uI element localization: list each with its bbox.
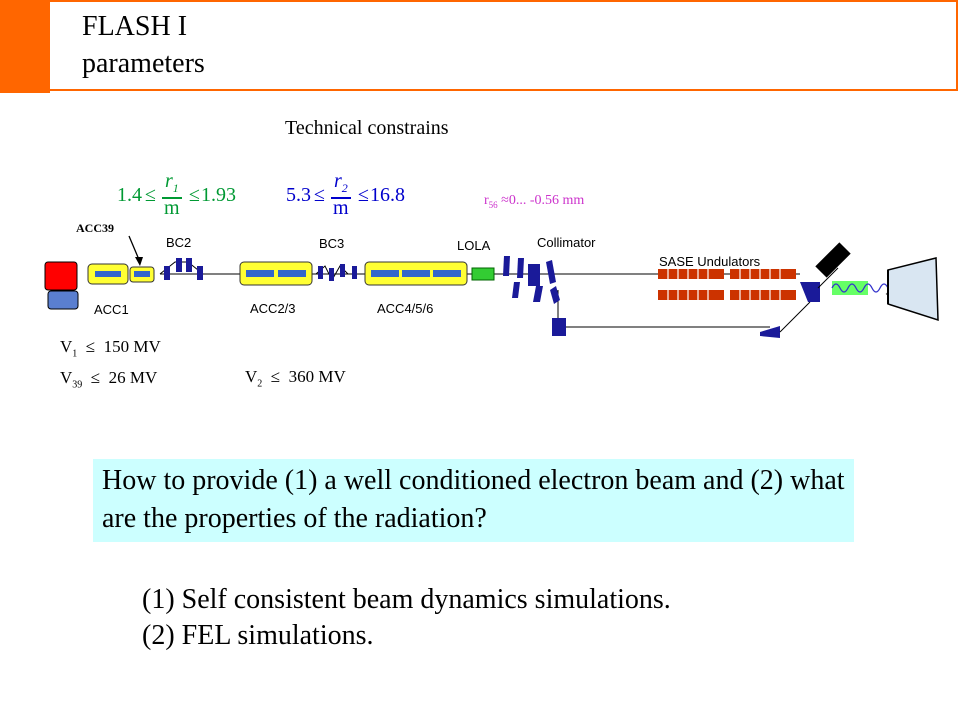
undulator-2 (730, 269, 796, 279)
bc3-label: BC3 (319, 236, 345, 251)
collimator-piece-1 (503, 256, 510, 276)
r1-denominator: m (164, 197, 180, 219)
spectrometer-line (817, 267, 839, 289)
question-text: How to provide (1) a well conditioned el… (102, 465, 845, 534)
dump-path-up (779, 301, 811, 333)
title-accent-bar (0, 0, 50, 93)
collimator-piece-2 (517, 258, 524, 278)
collimator-piece-4 (546, 260, 556, 284)
bc3-magnet-3 (340, 264, 345, 277)
beam-separation-dipole (800, 282, 820, 302)
acc23-cavity-2 (278, 270, 306, 277)
r56-constraint: r56 ≈0... -0.56 mm (484, 193, 585, 210)
undulator-3 (658, 290, 724, 300)
v2-constraint: V2 ≤ 360 MV (245, 367, 346, 390)
acc1-cavity (95, 271, 121, 277)
acc39-arrowhead (135, 257, 143, 266)
collimator-piece-5 (512, 282, 520, 298)
lola-label: LOLA (457, 238, 491, 253)
r1-upper: 1.93 (201, 184, 236, 206)
answer-2: (2) FEL simulations. (142, 620, 374, 651)
collimator-piece-7 (550, 286, 560, 304)
collimator-label: Collimator (537, 235, 596, 250)
acc23-cavity-1 (246, 270, 274, 277)
r2-upper: 16.8 (370, 184, 405, 206)
r2-le-left: ≤ (314, 184, 325, 206)
r1-fraction-bar (162, 197, 182, 199)
photon-wave (831, 283, 897, 293)
acc456-cavity-1 (371, 270, 399, 277)
bc2-magnet-2 (176, 258, 182, 272)
acc456-label: ACC4/5/6 (377, 301, 434, 316)
spectrometer-detector (815, 242, 851, 278)
subheading: Technical constrains (285, 117, 449, 139)
bc2-magnet-3 (186, 258, 192, 272)
dump-magnet (552, 318, 566, 336)
bc2-label: BC2 (166, 235, 192, 250)
r2-constraint: 5.3 ≤ r2 m ≤ 16.8 (286, 170, 411, 222)
r1-le-right: ≤ (189, 184, 200, 206)
title-line-2: parameters (82, 48, 205, 79)
acc1-label: ACC1 (94, 302, 129, 317)
collimator-piece-3 (528, 264, 540, 286)
r1-le-left: ≤ (145, 184, 156, 206)
bc2-magnet-1 (164, 266, 170, 280)
bc3-magnet-4 (352, 266, 357, 279)
v39-constraint: V39 ≤ 26 MV (60, 368, 158, 391)
title-frame (50, 0, 958, 91)
v1-constraint: V1 ≤ 150 MV (60, 337, 161, 360)
dump-dipole (760, 326, 780, 338)
sase-label: SASE Undulators (659, 254, 761, 269)
acc456-cavity-3 (433, 270, 461, 277)
undulator-gaps (667, 269, 781, 300)
acc39-cavity (134, 271, 150, 277)
title-line-1: FLASH I (82, 11, 188, 42)
answer-1: (1) Self consistent beam dynamics simula… (142, 584, 671, 615)
r1-numerator: r1 (165, 170, 179, 195)
r2-le-right: ≤ (358, 184, 369, 206)
photon-beam (832, 281, 868, 295)
experiment-hall (887, 257, 939, 322)
rf-gun (44, 261, 78, 291)
r2-numerator: r2 (334, 170, 348, 195)
gun-laser-block (47, 290, 79, 310)
bc2-magnet-4 (197, 266, 203, 280)
bc3-magnet-2 (329, 268, 334, 281)
r2-lower: 5.3 (286, 184, 311, 206)
bc3-magnet-1 (318, 266, 323, 279)
acc23-module (239, 261, 313, 286)
collimator-piece-6 (533, 286, 543, 302)
question-box (93, 459, 854, 542)
undulator-1 (658, 269, 724, 279)
lola-cavity (471, 267, 495, 281)
undulator-4 (730, 290, 796, 300)
acc39-label: ACC39 (76, 221, 114, 235)
acc23-label: ACC2/3 (250, 301, 296, 316)
r1-constraint: 1.4 ≤ r1 m ≤ 1.93 (117, 170, 242, 222)
r2-denominator: m (333, 197, 349, 219)
acc456-cavity-2 (402, 270, 430, 277)
r1-lower: 1.4 (117, 184, 142, 206)
r2-fraction-bar (331, 197, 351, 199)
